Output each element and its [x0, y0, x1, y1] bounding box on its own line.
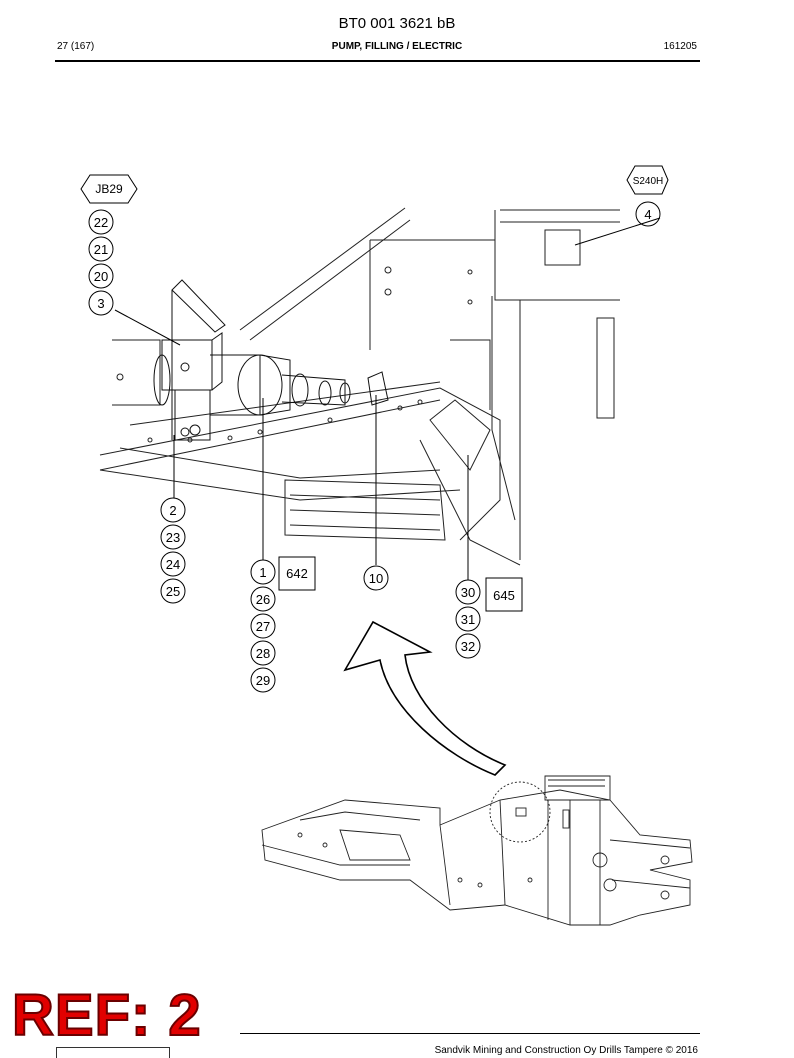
- box-callouts: 642 645: [278, 556, 523, 612]
- section-title: PUMP, FILLING / ELECTRIC: [331, 41, 463, 52]
- circle-label: 21: [94, 242, 108, 257]
- hex-label: S240H: [633, 176, 664, 187]
- hex-label: JB29: [95, 182, 123, 196]
- circle-label: 30: [461, 585, 475, 600]
- pump-assembly: [153, 279, 389, 441]
- zoom-arrow: [343, 620, 507, 776]
- circle-label: 20: [94, 269, 108, 284]
- hex-callout-s240h: [626, 165, 669, 195]
- circle-label: 25: [166, 584, 180, 599]
- leader-lines: [114, 217, 661, 580]
- footer-copyright: Sandvik Mining and Construction Oy Drill…: [434, 1045, 698, 1056]
- circle-label: 28: [256, 646, 270, 661]
- circle-label: 27: [256, 619, 270, 634]
- page-number: 27 (167): [57, 41, 95, 52]
- reference-stamp: REF: 2: [11, 983, 202, 1048]
- circle-label: 26: [256, 592, 270, 607]
- document-number: BT0 001 3621 bB: [338, 15, 456, 32]
- circle-label: 29: [256, 673, 270, 688]
- box-label: 642: [286, 566, 308, 581]
- footer-divider: [240, 1033, 700, 1034]
- date-code: 161205: [663, 41, 697, 52]
- detail-frame: [99, 207, 620, 566]
- circle-label: 3: [97, 296, 104, 311]
- circle-label: 22: [94, 215, 108, 230]
- circle-label: 24: [166, 557, 180, 572]
- circle-label: 31: [461, 612, 475, 627]
- box-callout-645: [485, 577, 523, 612]
- box-callout-642: [278, 556, 316, 591]
- overview-frame: [261, 775, 693, 926]
- circle-callouts: 22 21 20 3 4 2 23 24 25 1 26 27 28 29 10…: [88, 201, 661, 693]
- hex-callouts: JB29 S240H: [80, 165, 669, 204]
- circle-label: 2: [169, 503, 176, 518]
- circle-label: 4: [644, 207, 651, 222]
- circle-label: 1: [259, 565, 266, 580]
- circle-label: 10: [369, 571, 383, 586]
- circle-label: 23: [166, 530, 180, 545]
- box-label: 645: [493, 588, 515, 603]
- circle-label: 32: [461, 639, 475, 654]
- header-divider: [55, 60, 700, 62]
- hex-callout-jb29: [80, 174, 138, 204]
